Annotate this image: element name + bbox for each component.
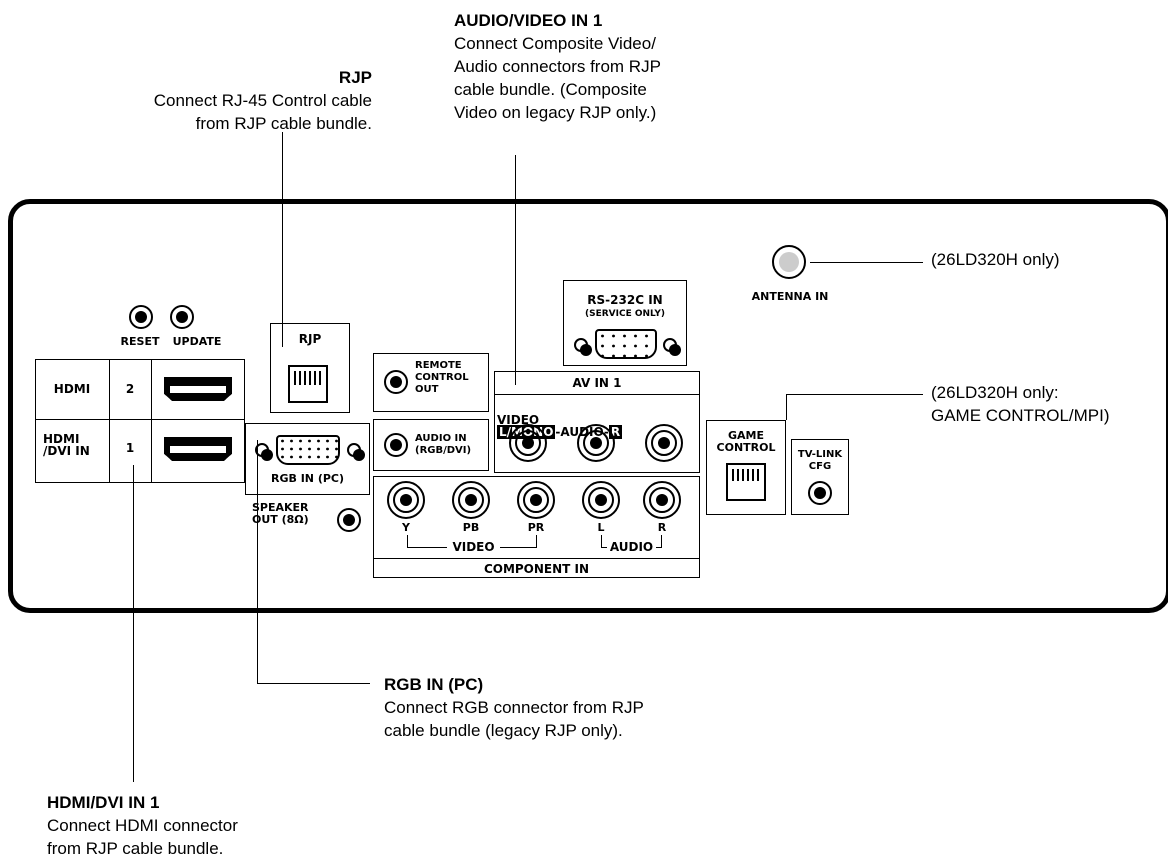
hdmi-2-label: 2 — [125, 382, 135, 396]
component-video-bracket — [407, 535, 408, 548]
component-in-label: COMPONENT IN — [483, 562, 590, 576]
audio-in-jack[interactable] — [384, 433, 408, 457]
tv-link-cfg-label: TV-LINK CFG — [797, 449, 843, 472]
rgb-in-box — [245, 423, 370, 495]
leader-game-h — [786, 394, 923, 395]
component-l-label: L — [597, 521, 605, 534]
speaker-out-label: SPEAKER OUT (8Ω) — [252, 501, 309, 526]
antenna-in-jack-center — [779, 252, 799, 272]
hdmi-col-divider — [109, 359, 110, 483]
callout-rgb-in: RGB IN (PC) Connect RGB connector from R… — [384, 674, 784, 742]
av-video-jack[interactable] — [509, 424, 547, 462]
callout-rjp: RJP Connect RJ-45 Control cable from RJP… — [40, 67, 372, 135]
component-r-label: R — [657, 521, 667, 534]
av-audio-l-jack[interactable] — [577, 424, 615, 462]
hdmi-1-label: 1 — [125, 441, 135, 455]
callout-antenna: (26LD320H only) — [931, 250, 1060, 269]
hdmi-dvi-label: HDMI /DVI IN — [43, 432, 90, 458]
av-video-label: VIDEO — [497, 413, 540, 427]
rjp-label: RJP — [298, 332, 322, 346]
callout-game-control: (26LD320H only: GAME CONTROL/MPI) — [931, 383, 1110, 425]
component-video-bracket — [500, 547, 537, 548]
leader-rjp — [282, 132, 283, 347]
reset-label: RESET — [120, 335, 160, 348]
leader-antenna — [810, 262, 923, 263]
antenna-in-jack[interactable] — [772, 245, 806, 279]
component-audio-l-jack[interactable] — [582, 481, 620, 519]
antenna-in-label: ANTENNA IN — [751, 290, 829, 303]
callout-title: RGB IN (PC) — [384, 675, 484, 694]
rs232c-screw-right — [663, 338, 681, 356]
component-video-bracket — [536, 535, 537, 548]
rgb-screw-right — [347, 443, 365, 461]
component-audio-bracket — [661, 535, 662, 548]
rs232c-title: RS-232C IN — [587, 293, 663, 307]
leader-game-v — [786, 394, 787, 420]
leader-hdmi — [133, 465, 134, 782]
component-pr-label: PR — [527, 521, 545, 534]
component-audio-label: AUDIO — [609, 540, 654, 554]
hdmi-divider — [35, 419, 245, 420]
component-video-bracket — [407, 547, 447, 548]
hdmi-block — [35, 359, 245, 483]
leader-rgb-h — [257, 683, 370, 684]
component-audio-bracket — [656, 547, 662, 548]
component-pb-jack[interactable] — [452, 481, 490, 519]
hdmi-col-divider — [151, 359, 152, 483]
component-audio-bracket — [601, 547, 607, 548]
remote-control-out-jack[interactable] — [384, 370, 408, 394]
av-in-1-box — [494, 371, 700, 473]
av-audio-r-jack[interactable] — [645, 424, 683, 462]
component-y-label: Y — [402, 521, 410, 534]
callout-hdmi-dvi: HDMI/DVI IN 1 Connect HDMI connector fro… — [47, 792, 347, 860]
rgb-in-label: RGB IN (PC) — [270, 472, 345, 485]
hdmi-label: HDMI — [53, 382, 91, 396]
component-in-divider — [373, 558, 700, 559]
remote-control-out-label: REMOTE CONTROL OUT — [415, 360, 469, 395]
callout-body: Connect RGB connector from RJP cable bun… — [384, 698, 644, 740]
leader-av-in-1 — [515, 155, 516, 385]
callout-body: Connect RJ-45 Control cable from RJP cab… — [153, 91, 372, 133]
component-audio-r-jack[interactable] — [643, 481, 681, 519]
component-pr-jack[interactable] — [517, 481, 555, 519]
reset-button[interactable] — [129, 305, 153, 329]
av-in-1-divider — [494, 394, 700, 395]
leader-rgb-v — [257, 440, 258, 683]
rgb-screw-left — [255, 443, 273, 461]
speaker-out-jack[interactable] — [337, 508, 361, 532]
callout-body: Connect HDMI connector from RJP cable bu… — [47, 816, 238, 858]
rjp-port[interactable] — [288, 365, 328, 403]
update-button[interactable] — [170, 305, 194, 329]
game-control-label: GAME CONTROL — [716, 429, 776, 454]
game-control-port[interactable] — [726, 463, 766, 501]
audio-in-label: AUDIO IN (RGB/DVI) — [415, 433, 472, 456]
rs232c-box — [563, 280, 687, 366]
remote-control-out-box — [373, 353, 489, 412]
rs232c-port[interactable] — [595, 329, 657, 359]
component-in-box — [373, 476, 700, 578]
rs232c-screw-left — [574, 338, 592, 356]
rs232c-subtitle: (SERVICE ONLY) — [584, 309, 666, 319]
component-y-jack[interactable] — [387, 481, 425, 519]
update-label: UPDATE — [172, 335, 222, 348]
hdmi-2-port[interactable] — [164, 377, 232, 401]
rear-panel — [8, 199, 1168, 613]
component-video-label: VIDEO — [452, 540, 495, 554]
game-control-box — [706, 420, 786, 515]
tv-link-cfg-jack[interactable] — [808, 481, 832, 505]
hdmi-1-port[interactable] — [164, 437, 232, 461]
rjp-box — [270, 323, 350, 413]
callout-title: AUDIO/VIDEO IN 1 — [454, 11, 603, 30]
tv-link-cfg-box — [791, 439, 849, 515]
callout-av-in-1: AUDIO/VIDEO IN 1 Connect Composite Video… — [454, 10, 784, 124]
callout-title: RJP — [338, 68, 372, 87]
component-pb-label: PB — [462, 521, 480, 534]
rgb-in-port[interactable] — [276, 435, 340, 465]
component-audio-bracket — [601, 535, 602, 548]
callout-body: Connect Composite Video/ Audio connector… — [454, 34, 661, 122]
callout-title: HDMI/DVI IN 1 — [47, 793, 160, 812]
audio-in-box — [373, 419, 489, 471]
av-in-1-label: AV IN 1 — [572, 376, 622, 390]
